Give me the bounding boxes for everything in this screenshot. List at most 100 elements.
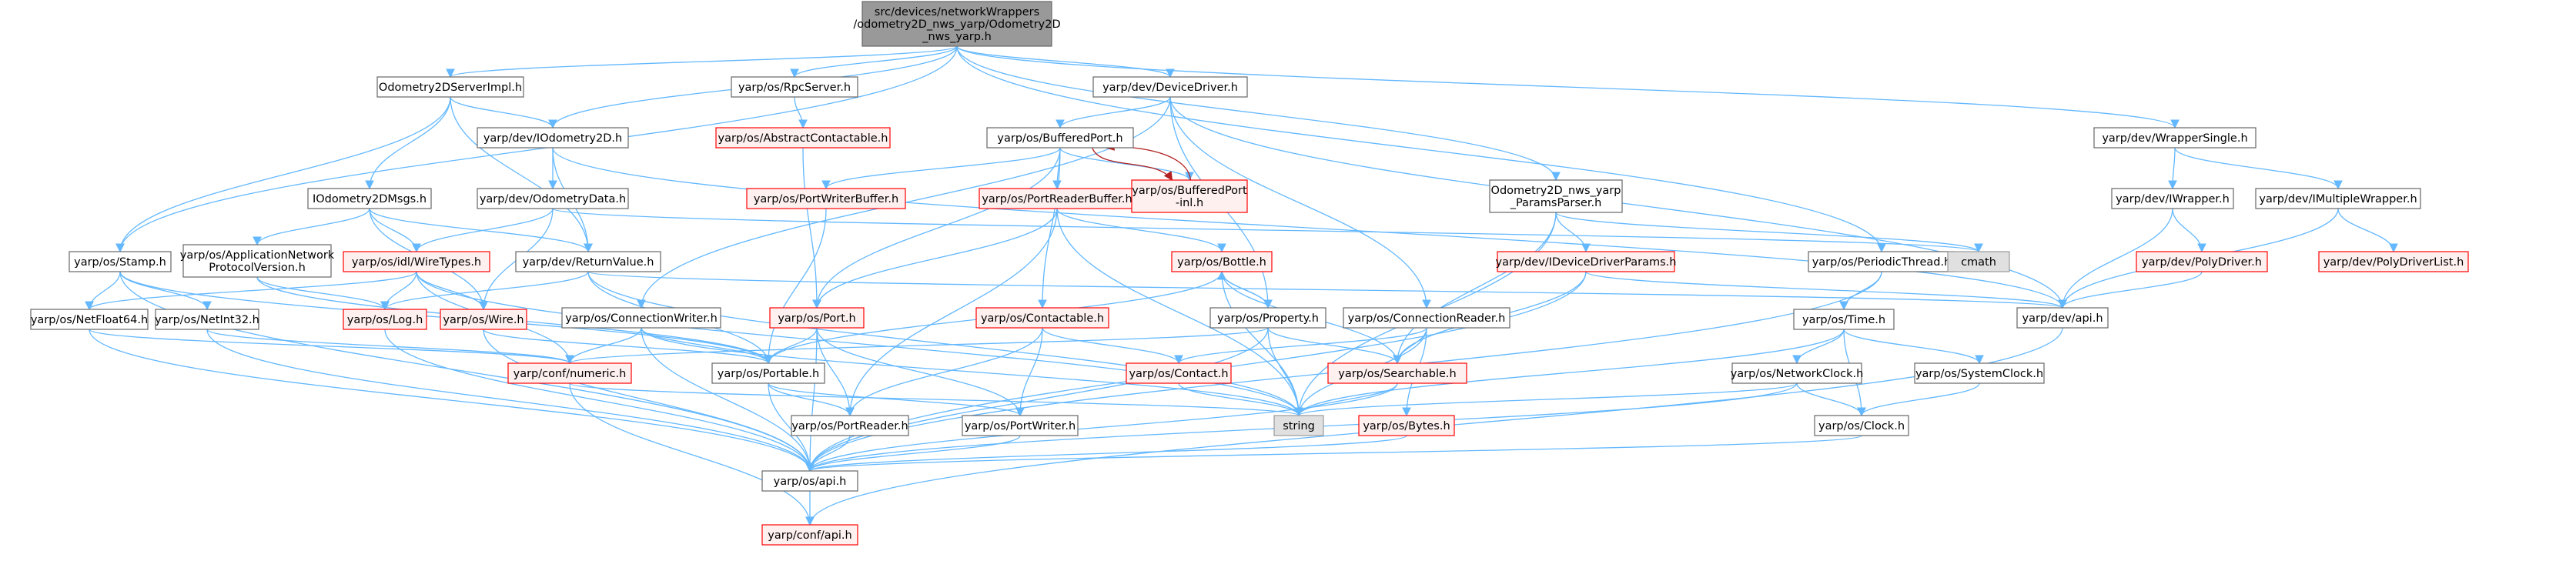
edge-iodometry2dmsgs-to-wiretypes <box>369 208 421 253</box>
node-box <box>155 309 259 330</box>
node-netfloat64[interactable]: yarp/os/NetFloat64.h <box>30 309 149 330</box>
node-label: Odometry2DServerImpl.h <box>379 82 522 94</box>
node-string[interactable]: string <box>1273 415 1324 436</box>
node-log[interactable]: yarp/os/Log.h <box>343 309 427 330</box>
node-bufferedport[interactable]: yarp/os/BufferedPort.h <box>986 127 1134 149</box>
node-box <box>1358 415 1455 436</box>
node-time[interactable]: yarp/os/Time.h <box>1793 309 1895 330</box>
node-box <box>1808 251 1955 272</box>
edge-connectionreader-to-contact <box>1174 327 1427 365</box>
edge-odometrydata-to-wiretypes <box>412 208 554 253</box>
node-returnvalue[interactable]: yarp/dev/ReturnValue.h <box>515 251 661 272</box>
node-label: -inl.h <box>1176 197 1203 209</box>
node-box <box>30 309 149 330</box>
node-wire[interactable]: yarp/os/Wire.h <box>440 309 527 330</box>
node-label: yarp/os/BufferedPort.h <box>997 132 1122 145</box>
node-odometrydata[interactable]: yarp/dev/OdometryData.h <box>477 188 629 209</box>
node-netint32[interactable]: yarp/os/NetInt32.h <box>155 309 259 330</box>
edge-serverimpl-to-iodometry2d <box>450 96 557 129</box>
node-osapi[interactable]: yarp/os/api.h <box>761 470 858 492</box>
node-port[interactable]: yarp/os/Port.h <box>769 307 865 329</box>
node-portable[interactable]: yarp/os/Portable.h <box>711 362 825 384</box>
node-label: yarp/os/Searchable.h <box>1338 368 1456 380</box>
edge-bufferedport-to-bufferedportinl <box>1092 147 1173 181</box>
node-imultiplewrapper[interactable]: yarp/dev/IMultipleWrapper.h <box>2255 188 2421 209</box>
node-portwriterbuffer[interactable]: yarp/os/PortWriterBuffer.h <box>746 188 906 209</box>
node-label: yarp/os/NetFloat64.h <box>31 314 148 326</box>
node-devapi[interactable]: yarp/dev/api.h <box>2016 307 2109 329</box>
node-portwriter[interactable]: yarp/os/PortWriter.h <box>962 415 1079 436</box>
node-label: yarp/os/Property.h <box>1217 312 1319 325</box>
node-bytes[interactable]: yarp/os/Bytes.h <box>1358 415 1455 436</box>
edge-wire-to-portable <box>483 329 773 365</box>
node-searchable[interactable]: yarp/os/Searchable.h <box>1327 362 1467 384</box>
node-portreader[interactable]: yarp/os/PortReader.h <box>791 415 909 436</box>
node-ideviceparams[interactable]: yarp/dev/IDeviceDriverParams.h <box>1496 251 1677 272</box>
node-root[interactable]: src/devices/networkWrappers/odometry2D_n… <box>853 1 1061 47</box>
node-label: yarp/dev/IDeviceDriverParams.h <box>1496 256 1677 269</box>
node-paramsparser[interactable]: Odometry2D_nws_yarp_ParamsParser.h <box>1489 179 1623 213</box>
node-devicedriver[interactable]: yarp/dev/DeviceDriver.h <box>1092 76 1248 98</box>
edge-ideviceparams-to-devapi <box>1585 271 2067 309</box>
edge-contact-to-string <box>1178 382 1303 417</box>
edge-wrappersingle-to-iwrapper <box>2168 147 2177 190</box>
node-label: yarp/os/Wire.h <box>443 314 524 326</box>
edge-netfloat64-to-numeric <box>89 329 574 365</box>
edge-bottle-to-string <box>1221 271 1303 417</box>
node-stamp[interactable]: yarp/os/Stamp.h <box>69 251 172 272</box>
node-box <box>975 307 1109 329</box>
node-wrappersingle[interactable]: yarp/dev/WrapperSingle.h <box>2093 127 2257 149</box>
edge-contactable-to-portwriter <box>1015 327 1043 417</box>
node-box <box>986 127 1134 149</box>
node-box <box>1327 362 1467 384</box>
node-connectionreader[interactable]: yarp/os/ConnectionReader.h <box>1343 307 1510 329</box>
node-bottle[interactable]: yarp/os/Bottle.h <box>1171 251 1273 272</box>
node-rpcserver[interactable]: yarp/os/RpcServer.h <box>731 76 858 98</box>
node-label: yarp/os/ApplicationNetwork <box>180 249 335 262</box>
edge-numeric-to-string <box>569 382 1303 417</box>
node-contact[interactable]: yarp/os/Contact.h <box>1126 362 1232 384</box>
node-confapi[interactable]: yarp/conf/api.h <box>761 524 858 546</box>
edge-paramsparser-to-searchable <box>1393 212 1557 365</box>
edge-property-to-searchable <box>1267 327 1402 365</box>
node-contactable[interactable]: yarp/os/Contactable.h <box>975 307 1109 329</box>
node-box <box>2255 188 2421 209</box>
node-portreaderbuffer[interactable]: yarp/os/PortReaderBuffer.h <box>979 188 1136 209</box>
node-periodicthread[interactable]: yarp/os/PeriodicThread.h <box>1808 251 1955 272</box>
edge-serverimpl-to-returnvalue <box>450 96 593 253</box>
node-appnetproto[interactable]: yarp/os/ApplicationNetworkProtocolVersio… <box>180 244 335 278</box>
node-iodometry2dmsgs[interactable]: IOdometry2DMsgs.h <box>307 188 432 209</box>
edge-portreaderbuffer-to-port <box>812 208 1058 309</box>
edge-root-to-paramsparser <box>956 45 1561 182</box>
node-box <box>1814 415 1909 436</box>
node-cmath[interactable]: cmath <box>1947 251 2010 272</box>
node-serverimpl[interactable]: Odometry2DServerImpl.h <box>376 76 524 98</box>
node-abstractcontactable[interactable]: yarp/os/AbstractContactable.h <box>715 127 891 149</box>
edge-root-to-wrappersingle <box>956 45 2180 129</box>
node-box <box>343 309 427 330</box>
node-bufferedportinl[interactable]: yarp/os/BufferedPort-inl.h <box>1131 179 1248 213</box>
edge-wiretypes-to-netfloat64 <box>85 271 417 311</box>
edge-bytes-to-osapi <box>805 435 1407 472</box>
node-label: yarp/os/ConnectionWriter.h <box>565 312 718 325</box>
node-polydriver[interactable]: yarp/dev/PolyDriver.h <box>2136 251 2268 272</box>
node-box <box>715 127 891 149</box>
node-systemclock[interactable]: yarp/os/SystemClock.h <box>1914 362 2045 384</box>
node-property[interactable]: yarp/os/Property.h <box>1209 307 1326 329</box>
edge-serverimpl-to-stamp <box>115 96 451 253</box>
node-iodometry2d[interactable]: yarp/dev/IOdometry2D.h <box>477 127 629 149</box>
node-polydriverlist[interactable]: yarp/dev/PolyDriverList.h <box>2318 251 2469 272</box>
node-box <box>307 188 432 209</box>
node-wiretypes[interactable]: yarp/os/idl/WireTypes.h <box>343 251 490 272</box>
edge-devicedriver-to-bufferedport <box>1055 96 1171 129</box>
edge-abstractcontactable-to-port <box>802 147 821 309</box>
node-numeric[interactable]: yarp/conf/numeric.h <box>507 362 632 384</box>
node-networkclock[interactable]: yarp/os/NetworkClock.h <box>1731 362 1864 384</box>
edge-imultiplewrapper-to-polydriverlist <box>2337 208 2398 253</box>
node-iwrapper[interactable]: yarp/dev/IWrapper.h <box>2111 188 2234 209</box>
edge-wrappersingle-to-imultiplewrapper <box>2174 147 2343 190</box>
node-clock[interactable]: yarp/os/Clock.h <box>1814 415 1909 436</box>
node-connectionwriter[interactable]: yarp/os/ConnectionWriter.h <box>561 307 721 329</box>
node-label: yarp/os/NetInt32.h <box>155 314 259 326</box>
node-label: yarp/dev/IOdometry2D.h <box>483 132 622 145</box>
